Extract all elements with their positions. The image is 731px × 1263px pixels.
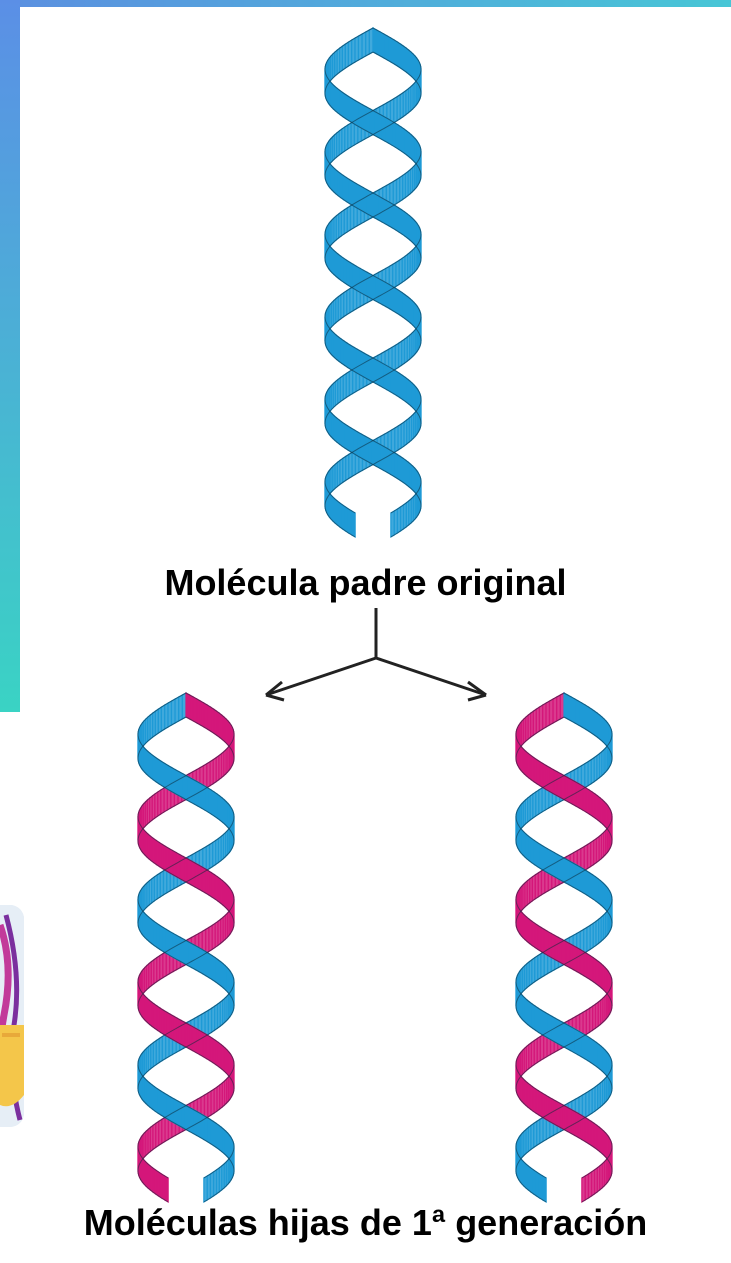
helix-ribbon-segment: [183, 774, 187, 800]
helix-ribbon-segment: [564, 1105, 568, 1131]
helix-ribbon-segment: [352, 511, 355, 537]
helix-ribbon-segment: [371, 192, 375, 218]
helix-ribbon-segment: [543, 1176, 546, 1202]
helix-ribbon-segment: [563, 1022, 567, 1048]
helix-ribbon-segment: [165, 1176, 168, 1202]
daughter-dna-helix-left: [138, 693, 234, 1202]
helix-ribbon-segment: [186, 1105, 190, 1131]
helix-ribbon-segment: [372, 357, 376, 383]
helix-ribbon-segment: [184, 857, 188, 883]
daughter-molecules-label: Moléculas hijas de 1ª generación: [0, 1202, 731, 1244]
helix-ribbon-segment: [185, 1022, 189, 1048]
parent-dna-helix: [325, 28, 421, 537]
split-arrow: [266, 608, 486, 700]
helix-ribbon-segment: [373, 440, 377, 466]
helix-ribbon-segment: [371, 275, 375, 301]
helix-ribbon-segment: [184, 940, 188, 966]
parent-molecule-label: Molécula padre original: [0, 562, 731, 604]
helix-ribbon-segment: [562, 857, 566, 883]
helix-ribbon-segment: [370, 109, 374, 135]
daughter-dna-helix-right: [516, 693, 612, 1202]
helix-ribbon-segment: [564, 693, 568, 719]
helix-ribbon-segment: [561, 774, 565, 800]
helix-ribbon-segment: [373, 28, 377, 54]
helix-ribbon-segment: [186, 693, 190, 719]
helix-ribbon-segment: [562, 940, 566, 966]
